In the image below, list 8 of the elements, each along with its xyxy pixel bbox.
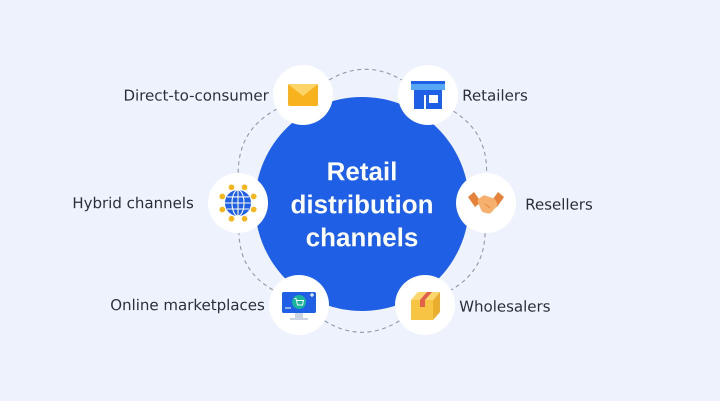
dashed-arc — [328, 68, 402, 80]
channel-label: Hybrid channels — [74, 196, 194, 212]
dashed-arc — [324, 320, 400, 333]
dashed-arc — [238, 108, 277, 173]
dashed-arc — [453, 110, 488, 173]
dashed-arc — [450, 233, 486, 290]
channel-label: Resellers — [526, 198, 592, 210]
dashed-arc — [238, 233, 274, 290]
